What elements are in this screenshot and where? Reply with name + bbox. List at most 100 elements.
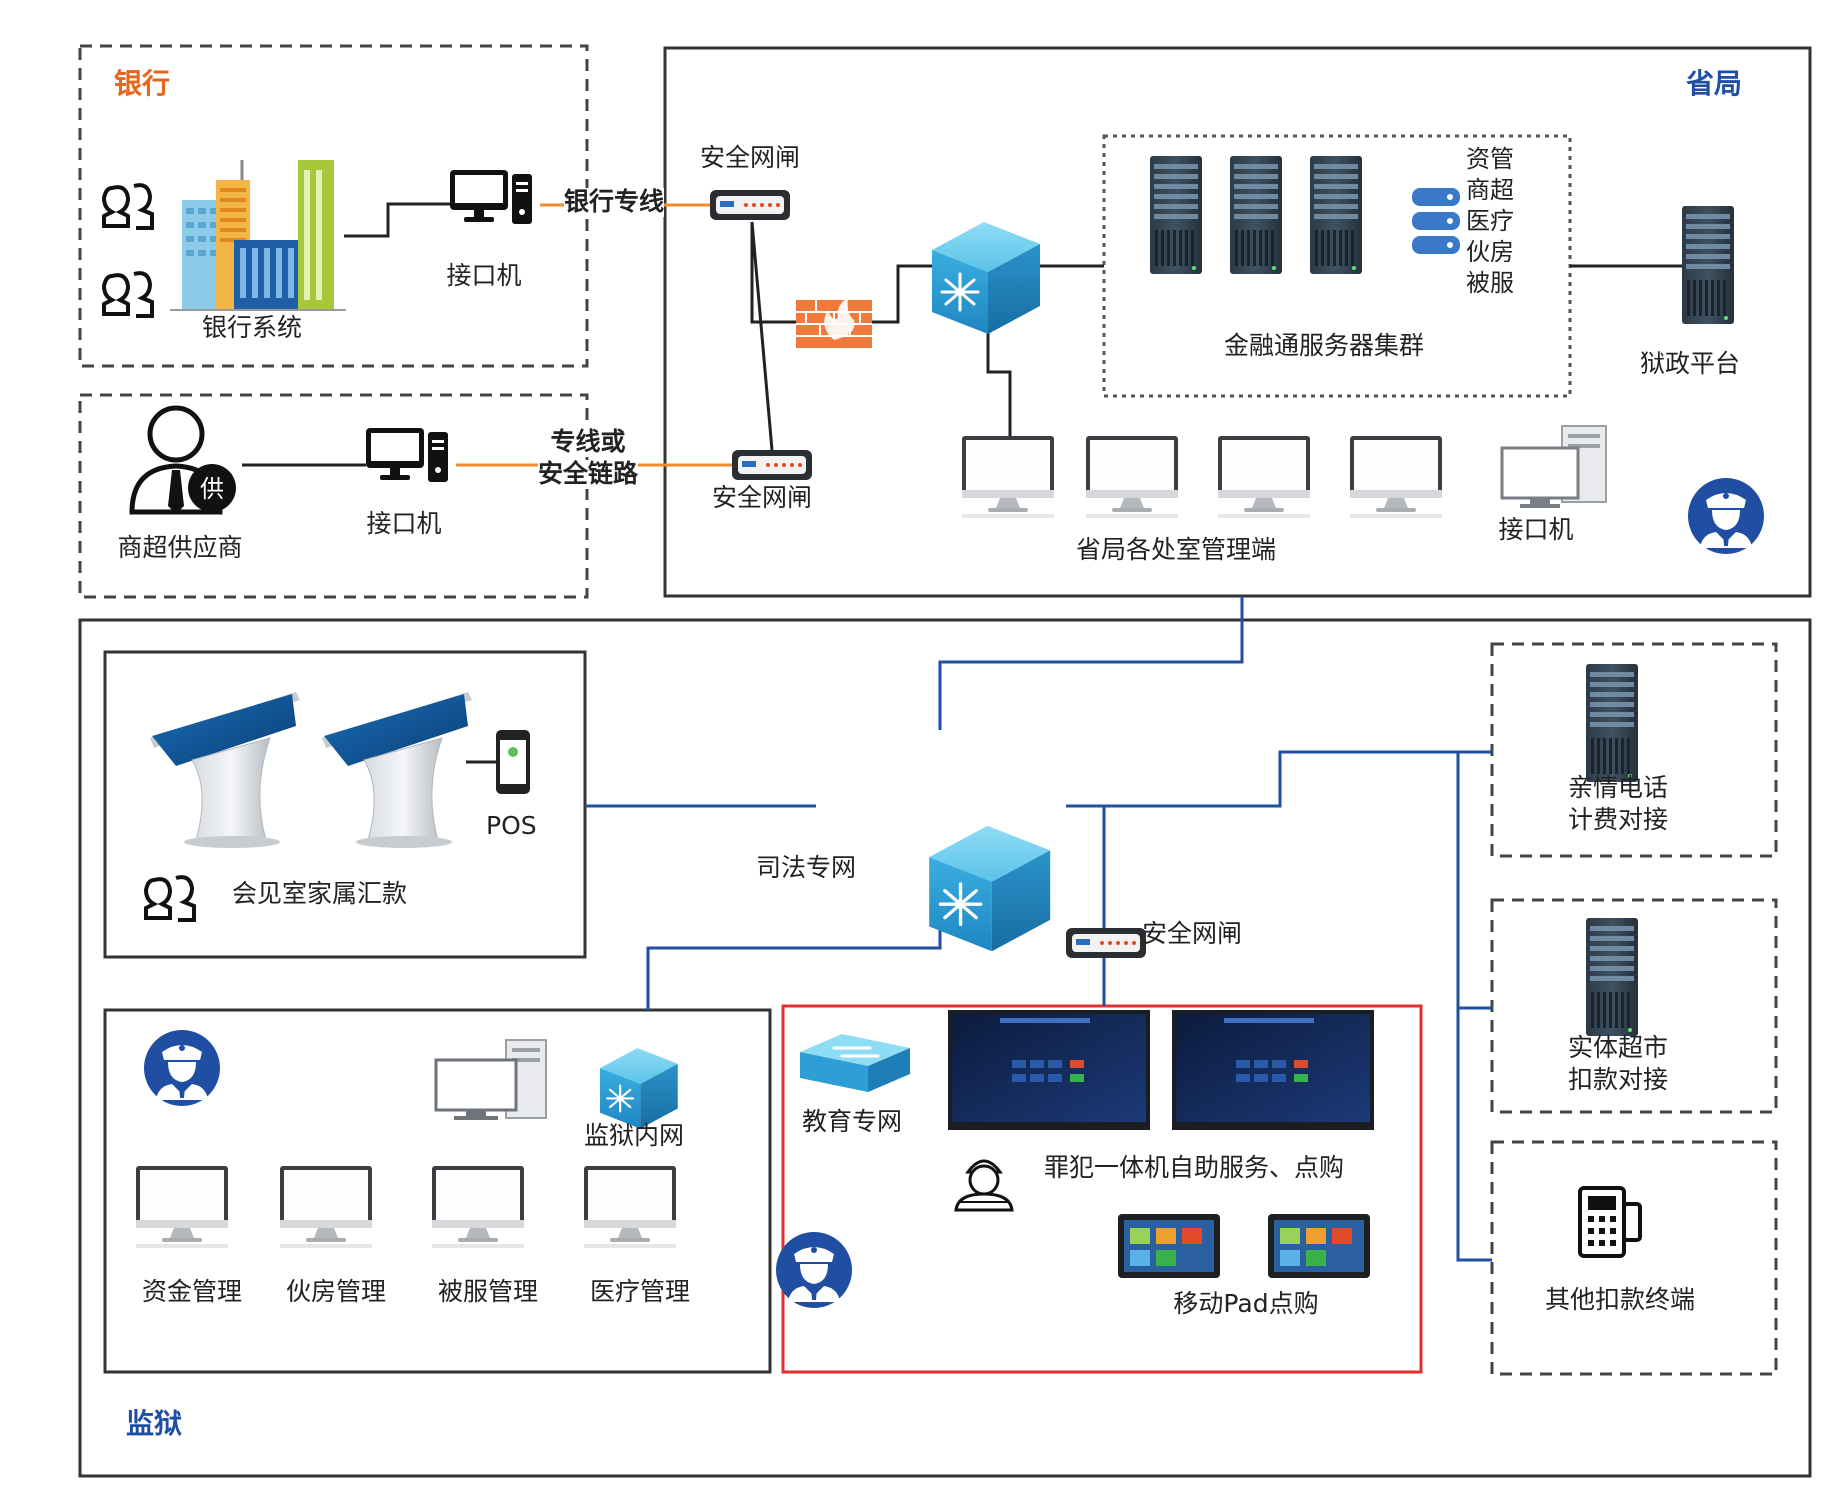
bank-line-label: 银行专线 xyxy=(564,187,665,217)
family-icon xyxy=(144,875,196,922)
pos-device-icon xyxy=(466,730,530,794)
gateway-icon xyxy=(710,190,790,220)
terminal-label: 其他扣款终端 xyxy=(1544,1285,1696,1314)
line-gw1-gw2 xyxy=(750,221,774,451)
province-switch-icon xyxy=(930,220,1042,336)
mgmt-label-kitchen: 伙房管理 xyxy=(285,1277,387,1306)
zone-title-bank: 银行 xyxy=(114,67,171,100)
intranet-label: 监狱内网 xyxy=(583,1121,685,1150)
prison-zone-box xyxy=(78,618,1812,1478)
cluster-item-list: 资管 商超 医疗 伙房 被服 xyxy=(1466,144,1514,299)
supplier-person-icon xyxy=(129,405,236,515)
platform-label: 狱政平台 xyxy=(1639,349,1741,378)
line-province-prison xyxy=(938,596,1244,730)
pad-order-label: 移动Pad点购 xyxy=(1173,1289,1319,1318)
market-server-icon xyxy=(1586,918,1638,1036)
terminal-box xyxy=(1490,1140,1778,1376)
phone-label-1: 亲情电话 xyxy=(1567,773,1669,802)
province-interface-pc-icon xyxy=(1500,425,1607,508)
gateway-icon xyxy=(1066,928,1146,958)
judicial-switch-icon xyxy=(927,824,1052,953)
province-interface-label: 接口机 xyxy=(1498,515,1574,544)
family-icon xyxy=(102,183,154,230)
market-label-2: 扣款对接 xyxy=(1567,1065,1669,1094)
officer-icon xyxy=(776,1232,852,1308)
inmate-icon xyxy=(954,1159,1014,1212)
server-icon xyxy=(1310,156,1362,274)
tablet-icon xyxy=(1268,1214,1370,1278)
bank-system-label: 银行系统 xyxy=(201,313,303,342)
tablet-icon xyxy=(1118,1214,1220,1278)
phone-box xyxy=(1490,642,1778,858)
intranet-pc-icon xyxy=(434,1039,547,1120)
edu-switch-icon xyxy=(800,1034,910,1092)
supplier-line-label-1: 专线或 xyxy=(550,427,626,457)
cluster-label: 金融通服务器集群 xyxy=(1223,331,1425,360)
line-gw1-firewall xyxy=(750,222,800,324)
cluster-item: 被服 xyxy=(1466,269,1514,297)
intranet-switch-icon xyxy=(598,1046,679,1130)
cluster-item: 商超 xyxy=(1466,176,1514,204)
kiosk-service-label: 罪犯一体机自助服务、点购 xyxy=(1044,1153,1345,1182)
visit-label: 会见室家属汇款 xyxy=(232,879,408,908)
cluster-item: 伙房 xyxy=(1466,238,1514,266)
market-box xyxy=(1490,898,1778,1114)
judicial-net-label: 司法专网 xyxy=(755,853,857,882)
officer-icon xyxy=(1688,478,1764,554)
firewall-icon xyxy=(796,298,872,348)
visit-box xyxy=(103,650,587,959)
line-judicial-right xyxy=(1066,750,1492,808)
bank-interface-pc-icon xyxy=(450,170,532,224)
line-right-bus xyxy=(1456,752,1492,1262)
mgmt-monitor-icon xyxy=(280,1166,372,1248)
kiosk-screen-icon xyxy=(1172,1010,1374,1130)
gateway-top-label: 安全网闸 xyxy=(699,143,801,172)
officer-icon xyxy=(144,1030,220,1106)
mgmt-label-funds: 资金管理 xyxy=(141,1277,243,1306)
server-icon xyxy=(1150,156,1202,274)
line-firewall-switch xyxy=(872,264,932,324)
supplier-label: 商超供应商 xyxy=(117,533,243,562)
gateway-bottom-label: 安全网闸 xyxy=(711,483,813,512)
database-icon xyxy=(1412,188,1460,254)
supplier-badge: 供 xyxy=(200,475,224,503)
mgmt-monitor-icon xyxy=(584,1166,676,1248)
line-judicial-intranet xyxy=(646,868,942,1010)
server-icon xyxy=(1230,156,1282,274)
platform-server-icon xyxy=(1682,206,1734,324)
line-switch-clients xyxy=(986,302,1012,436)
mgmt-monitor-icon xyxy=(432,1166,524,1248)
market-label-1: 实体超市 xyxy=(1567,1033,1669,1062)
cluster-item: 医疗 xyxy=(1466,207,1514,235)
zone-title-prison: 监狱 xyxy=(126,1407,183,1440)
mgmt-label-medical: 医疗管理 xyxy=(589,1277,691,1306)
payment-terminal-icon xyxy=(1578,1186,1642,1258)
province-zone-box xyxy=(663,46,1812,598)
supplier-zone-box xyxy=(78,393,589,599)
edu-box xyxy=(781,1004,1423,1374)
client-monitor-icon xyxy=(1086,436,1178,518)
client-monitor-icon xyxy=(1218,436,1310,518)
mgmt-monitor-icon xyxy=(136,1166,228,1248)
supplier-line-label-2: 安全链路 xyxy=(537,459,639,489)
prison-gateway-label: 安全网闸 xyxy=(1142,919,1243,948)
intranet-box xyxy=(103,1008,772,1374)
cluster-item: 资管 xyxy=(1466,145,1514,173)
client-monitor-icon xyxy=(1350,436,1442,518)
supplier-interface-label: 接口机 xyxy=(366,509,442,538)
line-bank-system-pc xyxy=(344,202,450,238)
mgmt-label-clothing: 被服管理 xyxy=(437,1277,539,1306)
zone-title-province: 省局 xyxy=(1686,67,1743,100)
kiosk-screen-icon xyxy=(948,1010,1150,1130)
family-icon xyxy=(102,271,154,318)
kiosk-icon xyxy=(322,692,472,848)
gateway-icon xyxy=(732,450,812,480)
bank-building-icon xyxy=(170,160,346,311)
supplier-interface-pc-icon xyxy=(366,428,448,482)
phone-label-2: 计费对接 xyxy=(1567,805,1669,834)
pos-label: POS xyxy=(486,811,537,840)
bank-interface-label: 接口机 xyxy=(446,261,522,290)
phone-server-icon xyxy=(1586,664,1638,782)
